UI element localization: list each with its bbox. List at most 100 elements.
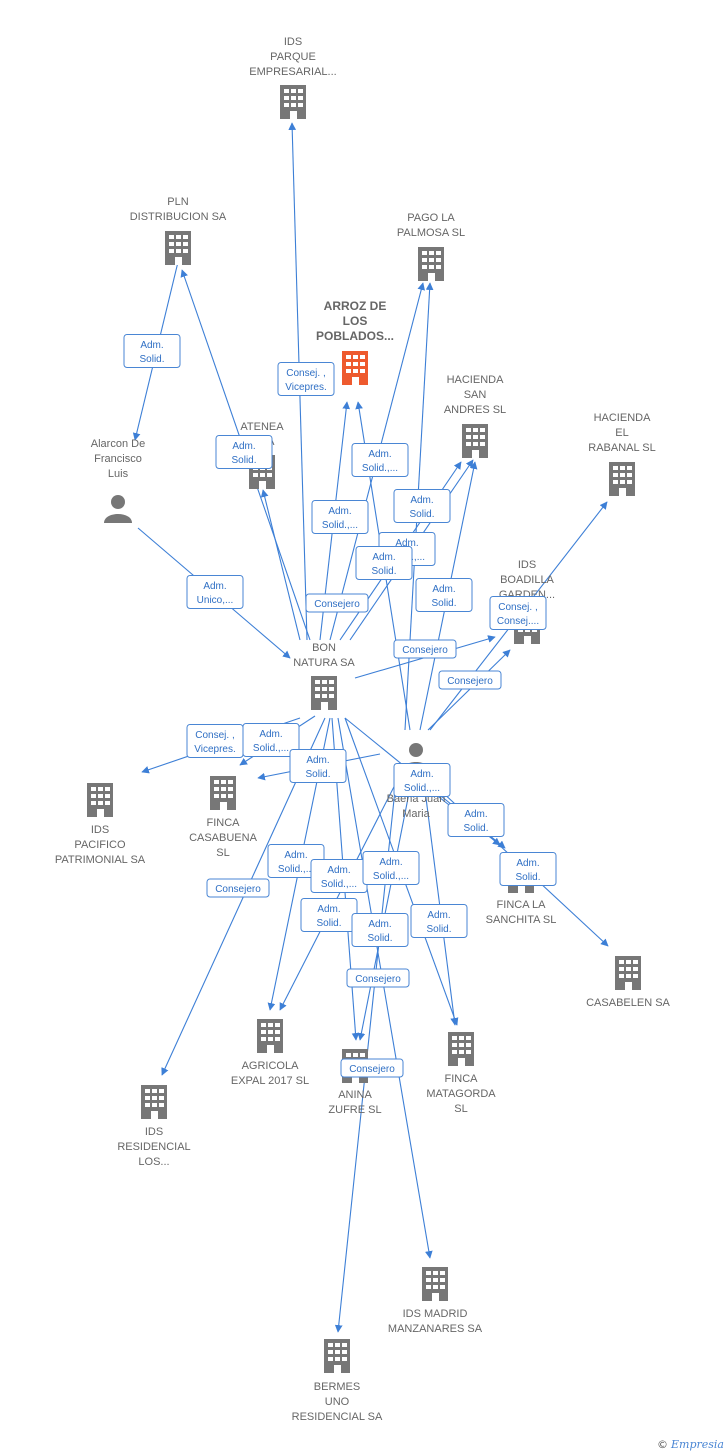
relation-label-box[interactable] [393, 639, 457, 659]
node-label[interactable]: ATENEA [240, 421, 284, 433]
node-label[interactable]: NATURA SA [293, 657, 355, 669]
relation-label-e9[interactable]: Adm.Unico,... [186, 575, 244, 609]
node-label[interactable]: SANCHITA SL [486, 914, 557, 926]
relation-label-box[interactable] [447, 803, 505, 837]
relation-label-e3[interactable]: Adm.Solid. [215, 435, 273, 469]
building-icon[interactable] [165, 231, 191, 265]
relation-label-e1[interactable]: Adm.Solid. [123, 334, 181, 368]
relation-label-e4[interactable]: Adm.Solid.,... [351, 443, 409, 477]
building-icon[interactable] [324, 1339, 350, 1373]
relation-label-e27[interactable]: Adm.Solid. [410, 904, 468, 938]
node-label[interactable]: Alarcon De [91, 438, 145, 450]
relation-label-box[interactable] [393, 489, 451, 523]
node-label[interactable]: EXPAL 2017 SL [231, 1075, 309, 1087]
node-label[interactable]: HACIENDA [447, 374, 505, 386]
node-label[interactable]: PAGO LA [407, 212, 455, 224]
node-finca-mat[interactable]: FINCA MATAGORDA SL [426, 1032, 496, 1115]
relation-label-box[interactable] [355, 546, 413, 580]
node-label[interactable]: RESIDENCIAL SA [292, 1411, 383, 1423]
relation-label-box[interactable] [289, 749, 347, 783]
building-icon[interactable] [342, 351, 368, 385]
node-label[interactable]: FINCA [207, 817, 241, 829]
node-label[interactable]: MANZANARES SA [388, 1323, 483, 1335]
node-label[interactable]: ANINA [338, 1089, 372, 1101]
node-label[interactable]: PARQUE [270, 51, 316, 63]
node-label[interactable]: EL [615, 427, 628, 439]
relation-label-box[interactable] [215, 435, 273, 469]
node-label[interactable]: SL [216, 847, 229, 859]
node-label[interactable]: SL [454, 1103, 467, 1115]
relation-label-box[interactable] [206, 878, 270, 898]
relation-label-e16[interactable]: Adm.Solid.,... [242, 723, 300, 757]
building-icon[interactable] [462, 424, 488, 458]
relation-label-e29[interactable]: Consejero [340, 1058, 404, 1078]
node-label[interactable]: Maria [402, 808, 430, 820]
node-label[interactable]: RESIDENCIAL [117, 1141, 190, 1153]
node-label[interactable]: AGRICOLA [242, 1060, 300, 1072]
relation-label-e23[interactable]: Adm.Solid.,... [362, 851, 420, 885]
relation-label-e14[interactable]: Consejero [438, 670, 502, 690]
node-label[interactable]: PLN [167, 196, 188, 208]
relation-label-box[interactable] [242, 723, 300, 757]
relation-label-e13[interactable]: Consejero [393, 639, 457, 659]
node-label[interactable]: PALMOSA SL [397, 227, 465, 239]
node-label[interactable]: IDS [91, 824, 109, 836]
building-icon[interactable] [280, 85, 306, 119]
node-label[interactable]: MATAGORDA [426, 1088, 496, 1100]
relation-label-box[interactable] [186, 575, 244, 609]
relation-label-e21[interactable]: Adm.Solid.,... [267, 844, 325, 878]
relation-label-e8[interactable]: Adm.Solid. [355, 546, 413, 580]
building-icon[interactable] [87, 783, 113, 817]
node-label[interactable]: IDS [145, 1126, 163, 1138]
node-label[interactable]: RABANAL SL [588, 442, 655, 454]
building-icon[interactable] [311, 676, 337, 710]
building-icon[interactable] [422, 1267, 448, 1301]
relation-label-e24[interactable]: Consejero [206, 878, 270, 898]
relation-label-box[interactable] [346, 968, 410, 988]
node-pln[interactable]: PLN DISTRIBUCION SA [130, 196, 227, 265]
node-ids-madrid[interactable]: IDS MADRID MANZANARES SA [388, 1267, 483, 1335]
node-label[interactable]: CASABUENA [189, 832, 258, 844]
relation-label-box[interactable] [362, 851, 420, 885]
relation-label-e26[interactable]: Adm.Solid. [351, 913, 409, 947]
person-icon[interactable] [104, 495, 132, 523]
node-label[interactable]: CASABELEN SA [586, 997, 670, 1009]
building-icon[interactable] [257, 1019, 283, 1053]
node-label[interactable]: FINCA [445, 1073, 479, 1085]
relation-label-e17[interactable]: Adm.Solid. [289, 749, 347, 783]
relation-label-box[interactable] [415, 578, 473, 612]
node-label[interactable]: IDS [284, 36, 302, 48]
node-label[interactable]: LOS... [138, 1156, 169, 1168]
node-finca-cas[interactable]: FINCA CASABUENA SL [189, 776, 258, 859]
relation-label-e2[interactable]: Consej. ,Vicepres. [277, 362, 335, 396]
node-label[interactable]: Francisco [94, 453, 142, 465]
relation-label-box[interactable] [499, 852, 557, 886]
relation-label-e12[interactable]: Consej. ,Consej.... [489, 596, 547, 630]
relation-label-box[interactable] [277, 362, 335, 396]
node-hacienda-el[interactable]: HACIENDA EL RABANAL SL [588, 412, 656, 496]
node-agricola[interactable]: AGRICOLA EXPAL 2017 SL [231, 1019, 309, 1087]
node-label[interactable]: DISTRIBUCION SA [130, 211, 227, 223]
node-anina[interactable]: ANINA ZUFRE SL [328, 1049, 382, 1116]
relation-label-box[interactable] [305, 593, 369, 613]
node-pago[interactable]: PAGO LA PALMOSA SL [397, 212, 465, 281]
building-icon[interactable] [448, 1032, 474, 1066]
relation-label-e25[interactable]: Adm.Solid. [300, 898, 358, 932]
relation-label-e18[interactable]: Adm.Solid.,... [393, 763, 451, 797]
building-icon[interactable] [141, 1085, 167, 1119]
relation-label-box[interactable] [123, 334, 181, 368]
node-label[interactable]: ARROZ DE [324, 299, 387, 313]
node-label[interactable]: HACIENDA [594, 412, 652, 424]
building-icon[interactable] [418, 247, 444, 281]
node-label[interactable]: PATRIMONIAL SA [55, 854, 146, 866]
building-icon[interactable] [210, 776, 236, 810]
relation-label-box[interactable] [438, 670, 502, 690]
node-label[interactable]: IDS MADRID [403, 1308, 468, 1320]
footer-brand[interactable]: ©Empresia [657, 1438, 724, 1451]
node-label[interactable]: ZUFRE SL [328, 1104, 381, 1116]
node-label[interactable]: POBLADOS... [316, 329, 394, 343]
